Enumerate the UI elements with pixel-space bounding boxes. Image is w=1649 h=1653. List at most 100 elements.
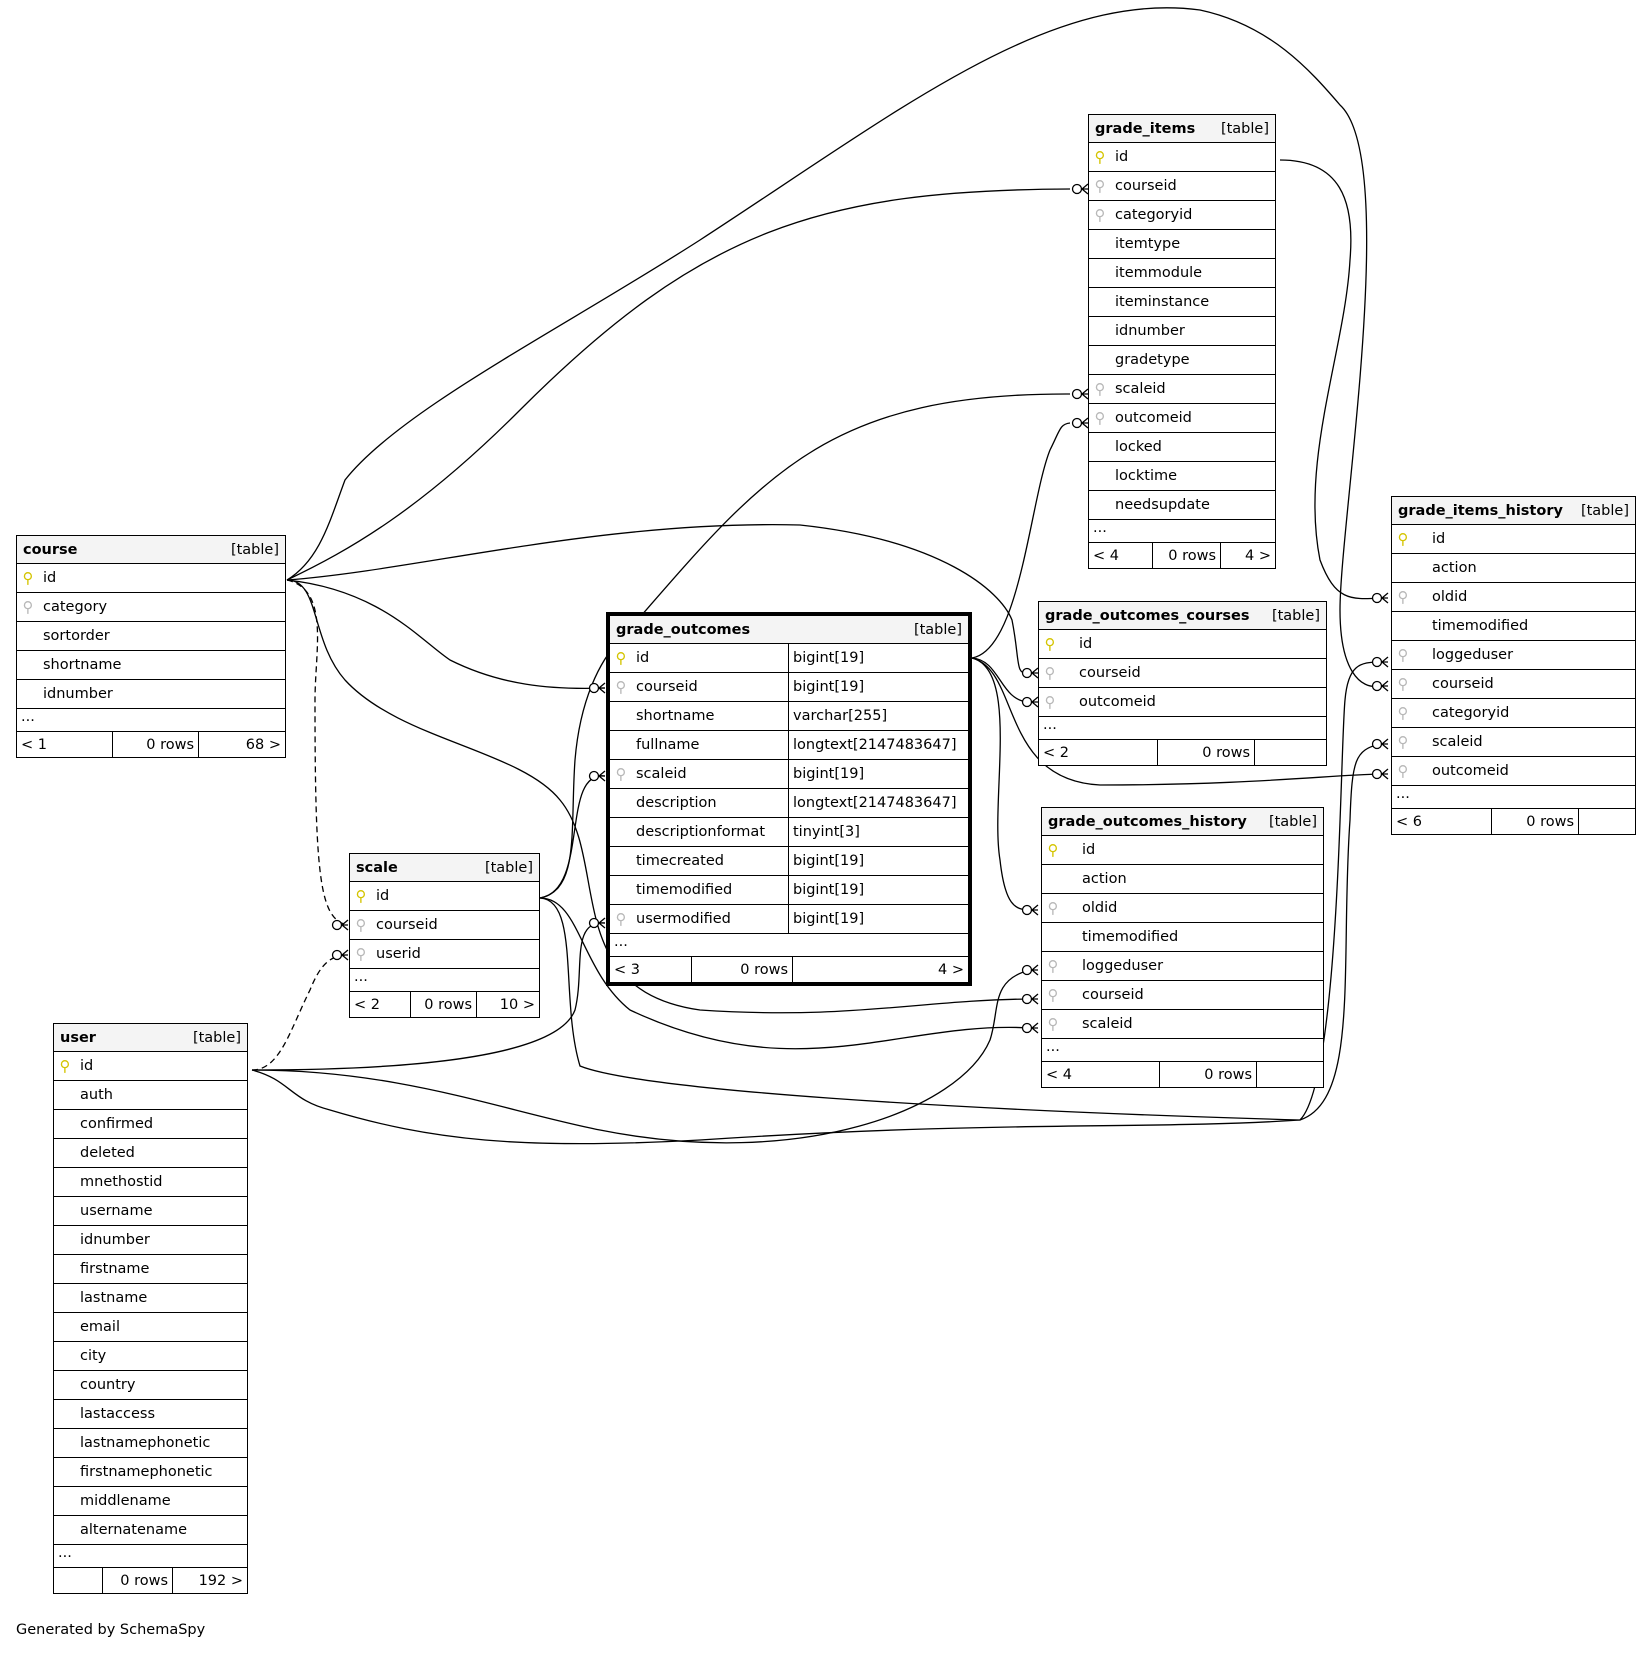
column-row[interactable]: ⚲scaleid	[1392, 728, 1635, 757]
column-row[interactable]: city	[54, 1342, 247, 1371]
column-row[interactable]: ⚲outcomeid	[1039, 688, 1326, 717]
table-header[interactable]: grade_outcomes_history[table]	[1042, 808, 1323, 836]
column-row[interactable]: ⚲courseid	[350, 911, 539, 940]
column-row[interactable]: country	[54, 1371, 247, 1400]
column-row[interactable]: ⚲courseid	[1042, 981, 1323, 1010]
column-row[interactable]: needsupdate	[1089, 491, 1275, 520]
child-count[interactable]: 4 >	[1220, 543, 1275, 568]
column-row[interactable]: ⚲id	[1392, 525, 1635, 554]
column-row[interactable]: ⚲categoryid	[1392, 699, 1635, 728]
column-row[interactable]: ⚲scaleid	[1042, 1010, 1323, 1039]
child-count[interactable]: 4 >	[792, 957, 968, 982]
column-row[interactable]: sortorder	[17, 622, 285, 651]
column-row[interactable]: ⚲userid	[350, 940, 539, 969]
child-count[interactable]: 68 >	[198, 732, 285, 757]
table-header[interactable]: grade_outcomes[table]	[610, 616, 968, 644]
child-count[interactable]: 192 >	[172, 1568, 247, 1593]
column-row[interactable]: locktime	[1089, 462, 1275, 491]
column-row[interactable]: ⚲loggeduser	[1392, 641, 1635, 670]
column-row[interactable]: ⚲oldid	[1042, 894, 1323, 923]
column-row[interactable]: alternatename	[54, 1516, 247, 1545]
column-row[interactable]: iteminstance	[1089, 288, 1275, 317]
column-row[interactable]: lastaccess	[54, 1400, 247, 1429]
column-row[interactable]: ⚲oldid	[1392, 583, 1635, 612]
column-row[interactable]: ⚲scaleid	[1089, 375, 1275, 404]
child-count[interactable]: 10 >	[476, 992, 539, 1017]
child-count[interactable]	[1578, 809, 1635, 834]
column-row[interactable]: firstname	[54, 1255, 247, 1284]
more-columns-indicator[interactable]: ...	[610, 934, 968, 957]
column-row[interactable]: confirmed	[54, 1110, 247, 1139]
column-row[interactable]: lastnamephonetic	[54, 1429, 247, 1458]
parent-count[interactable]	[54, 1568, 102, 1593]
column-row[interactable]: idnumber	[17, 680, 285, 709]
table-grade-outcomes-courses[interactable]: grade_outcomes_courses[table]⚲id⚲coursei…	[1038, 601, 1327, 766]
column-row[interactable]: ⚲outcomeid	[1089, 404, 1275, 433]
table-header[interactable]: course[table]	[17, 536, 285, 564]
column-row[interactable]: email	[54, 1313, 247, 1342]
column-row[interactable]: locked	[1089, 433, 1275, 462]
more-columns-indicator[interactable]: ...	[54, 1545, 247, 1568]
table-header[interactable]: grade_items_history[table]	[1392, 497, 1635, 525]
column-row[interactable]: ⚲outcomeid	[1392, 757, 1635, 786]
column-row[interactable]: timemodified	[1042, 923, 1323, 952]
column-row[interactable]: ⚲id	[1089, 143, 1275, 172]
column-row[interactable]: action	[1392, 554, 1635, 583]
parent-count[interactable]: < 1	[21, 736, 47, 753]
more-columns-indicator[interactable]: ...	[1042, 1039, 1323, 1062]
column-row[interactable]: ⚲id	[1042, 836, 1323, 865]
column-row[interactable]: auth	[54, 1081, 247, 1110]
column-row[interactable]: ⚲courseid	[1039, 659, 1326, 688]
column-row[interactable]: ⚲courseid	[1392, 670, 1635, 699]
column-row[interactable]: ⚲id	[350, 882, 539, 911]
column-row[interactable]: idnumber	[54, 1226, 247, 1255]
more-columns-indicator[interactable]: ...	[17, 709, 285, 732]
parent-count[interactable]: < 2	[1043, 744, 1069, 761]
more-columns-indicator[interactable]: ...	[1089, 520, 1275, 543]
table-header[interactable]: scale[table]	[350, 854, 539, 882]
more-columns-indicator[interactable]: ...	[1039, 717, 1326, 740]
column-row[interactable]: gradetype	[1089, 346, 1275, 375]
more-columns-indicator[interactable]: ...	[350, 969, 539, 992]
column-row[interactable]: ⚲category	[17, 593, 285, 622]
table-header[interactable]: grade_items[table]	[1089, 115, 1275, 143]
parent-count[interactable]: < 3	[614, 961, 640, 978]
column-row[interactable]: itemtype	[1089, 230, 1275, 259]
column-row[interactable]: firstnamephonetic	[54, 1458, 247, 1487]
child-count[interactable]	[1254, 740, 1326, 765]
table-header[interactable]: grade_outcomes_courses[table]	[1039, 602, 1326, 630]
parent-count[interactable]: < 6	[1396, 813, 1422, 830]
column-row[interactable]: username	[54, 1197, 247, 1226]
column-row[interactable]: shortname	[17, 651, 285, 680]
table-header[interactable]: user[table]	[54, 1024, 247, 1052]
column-row[interactable]: mnethostid	[54, 1168, 247, 1197]
column-row[interactable]: ⚲categoryid	[1089, 201, 1275, 230]
column-row[interactable]: ⚲id	[54, 1052, 247, 1081]
parent-count[interactable]: < 4	[1093, 547, 1119, 564]
column-row[interactable]: ⚲loggeduser	[1042, 952, 1323, 981]
column-row[interactable]: itemmodule	[1089, 259, 1275, 288]
column-row[interactable]: action	[1042, 865, 1323, 894]
child-count[interactable]	[1256, 1062, 1323, 1087]
column-row[interactable]: idnumber	[1089, 317, 1275, 346]
column-row[interactable]: timemodified	[1392, 612, 1635, 641]
column-row[interactable]: middlename	[54, 1487, 247, 1516]
column-row[interactable]: ⚲id	[1039, 630, 1326, 659]
table-grade-items[interactable]: grade_items[table]⚲id⚲courseid⚲categoryi…	[1088, 114, 1276, 569]
column-row[interactable]: deleted	[54, 1139, 247, 1168]
